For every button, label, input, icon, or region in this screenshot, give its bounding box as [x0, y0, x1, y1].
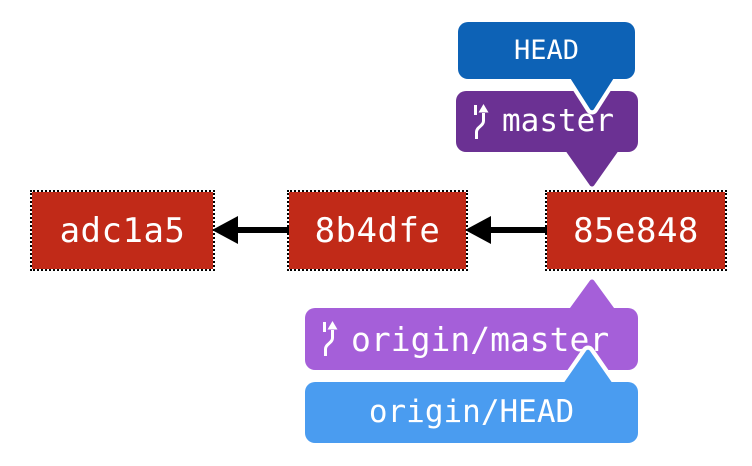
- commit-hash: 8b4dfe: [314, 210, 441, 251]
- branch-icon: [323, 321, 338, 356]
- commit-hash: 85e848: [573, 210, 699, 251]
- commit-node: 85e848: [545, 190, 727, 271]
- ref-label-origin-master: origin/master: [305, 308, 638, 370]
- arrow-left-icon: [465, 216, 547, 244]
- commit-node: 8b4dfe: [287, 190, 468, 271]
- branch-icon: [474, 103, 489, 139]
- commit-hash: adc1a5: [59, 210, 186, 251]
- ref-label-text: origin/HEAD: [368, 394, 575, 430]
- commit-node: adc1a5: [30, 190, 215, 271]
- ref-label-origin-head: origin/HEAD: [305, 382, 638, 443]
- ref-label-text: origin/master: [351, 319, 610, 359]
- ref-label-text: HEAD: [513, 35, 580, 66]
- arrow-left-icon: [212, 216, 289, 244]
- ref-label-head: HEAD: [458, 22, 635, 79]
